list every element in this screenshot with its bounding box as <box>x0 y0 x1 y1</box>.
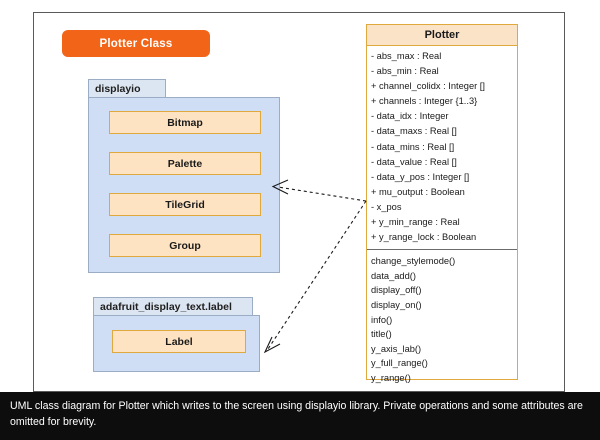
package-displayio-tab: displayio <box>88 79 166 97</box>
figure-caption-text: UML class diagram for Plotter which writ… <box>10 400 583 428</box>
attribute-row: - data_idx : Integer <box>371 111 449 122</box>
operation-row: display_on() <box>371 300 422 310</box>
package-displayio-body: Bitmap Palette TileGrid Group <box>88 97 280 273</box>
class-label: Label <box>112 330 246 353</box>
attribute-row: - data_value : Real [] <box>371 156 457 167</box>
attribute-row: + y_range_lock : Boolean <box>371 232 477 243</box>
plotter-class-badge: Plotter Class <box>62 30 210 57</box>
uml-class-plotter-title-label: Plotter <box>424 29 460 41</box>
package-adafruit-display-text-label-tab: adafruit_display_text.label <box>93 297 253 315</box>
uml-class-section-divider <box>367 249 517 251</box>
attribute-row: - data_mins : Real [] <box>371 141 455 152</box>
attribute-row: + y_min_range : Real <box>371 217 460 228</box>
operation-row: display_off() <box>371 285 422 296</box>
package-adafruit-display-text-label-name: adafruit_display_text.label <box>100 300 232 313</box>
uml-class-plotter: Plotter - abs_max : Real - abs_min : Rea… <box>366 24 518 383</box>
class-group: Group <box>109 234 261 257</box>
operation-row: title() <box>371 329 392 340</box>
operation-row: data_add() <box>371 270 416 281</box>
class-palette: Palette <box>109 152 261 175</box>
attribute-row: - abs_min : Real <box>371 66 439 77</box>
uml-class-plotter-operations: change_stylemode() data_add() display_of… <box>367 250 517 387</box>
package-adafruit-display-text-label: adafruit_display_text.label Label <box>93 297 260 372</box>
package-displayio: displayio Bitmap Palette TileGrid Group <box>88 79 280 273</box>
uml-class-plotter-attributes: - abs_max : Real - abs_min : Real + chan… <box>367 46 517 247</box>
attribute-row: - x_pos <box>371 201 402 212</box>
attribute-row: - data_y_pos : Integer [] <box>371 171 470 182</box>
attribute-row: + mu_output : Boolean <box>371 186 465 197</box>
operation-row: change_stylemode() <box>371 256 456 267</box>
operation-row: y_range() <box>371 372 411 383</box>
attribute-row: - data_maxs : Real [] <box>371 126 457 137</box>
class-tilegrid: TileGrid <box>109 193 261 216</box>
plotter-class-badge-label: Plotter Class <box>99 37 173 50</box>
figure-caption: UML class diagram for Plotter which writ… <box>0 392 600 440</box>
attribute-row: + channel_colidx : Integer [] <box>371 81 485 92</box>
class-bitmap-label: Bitmap <box>167 116 203 129</box>
class-label-label: Label <box>165 335 193 348</box>
class-bitmap: Bitmap <box>109 111 261 134</box>
package-displayio-name: displayio <box>95 82 141 95</box>
operation-row: y_axis_lab() <box>371 343 422 354</box>
attribute-row: - abs_max : Real <box>371 51 442 61</box>
class-group-label: Group <box>169 239 201 252</box>
attribute-row: + channels : Integer {1..3} <box>371 96 478 107</box>
class-tilegrid-label: TileGrid <box>165 198 205 211</box>
operation-row: y_full_range() <box>371 358 428 369</box>
operation-row: info() <box>371 314 393 325</box>
class-palette-label: Palette <box>167 157 203 170</box>
package-adafruit-display-text-label-body: Label <box>93 315 260 372</box>
uml-class-plotter-title: Plotter <box>367 25 517 46</box>
